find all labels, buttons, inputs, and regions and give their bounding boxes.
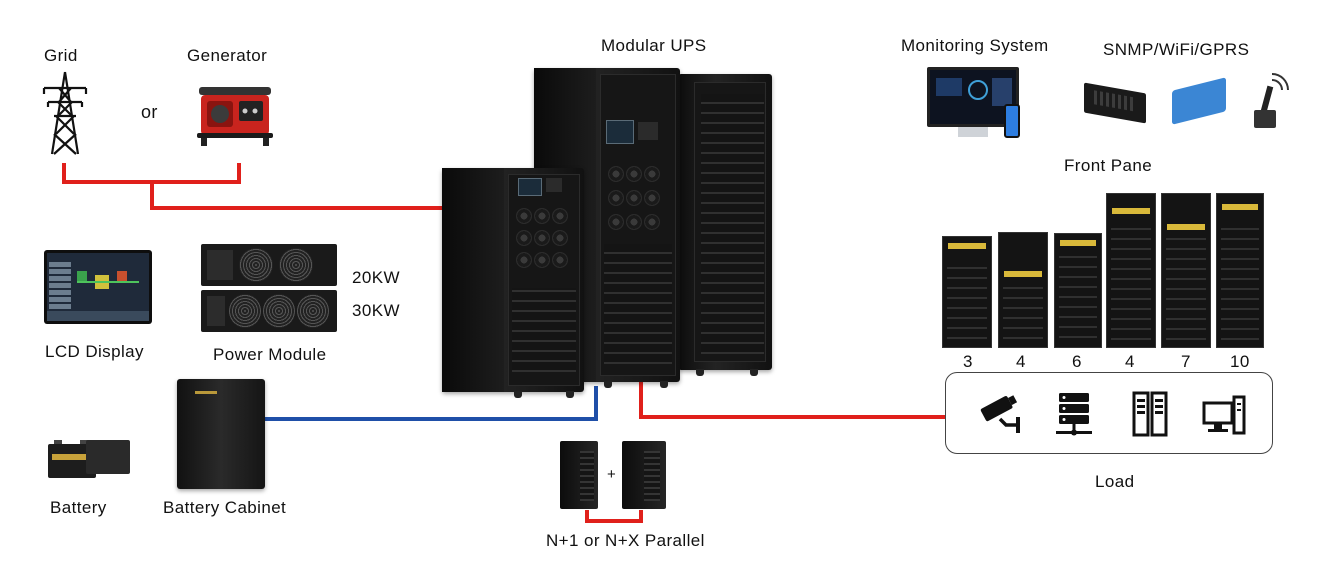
front-panel-5 (1161, 193, 1211, 348)
front-panel-number: 4 (1125, 352, 1135, 371)
load-box (945, 372, 1273, 454)
monitor-stand (958, 127, 988, 137)
parallel-link-wire (585, 510, 643, 523)
modular-ups-label: Modular UPS (601, 36, 707, 55)
front-panel-number: 3 (963, 352, 973, 371)
grid-label: Grid (44, 46, 78, 65)
battery-cabinet-image (177, 379, 265, 489)
monitoring-system-label: Monitoring System (901, 36, 1049, 55)
battery-label: Battery (50, 498, 107, 517)
load-output-wire (639, 382, 946, 419)
mains-input-wire (150, 182, 442, 210)
power-module-20kw-image (201, 244, 337, 286)
parallel-ups-unit-2 (622, 441, 666, 509)
front-panel-number: 6 (1072, 352, 1082, 371)
generator-label: Generator (187, 46, 268, 65)
gprs-antenna-icon (1254, 73, 1289, 128)
snmp-label: SNMP/WiFi/GPRS (1103, 40, 1250, 59)
or-label: or (141, 102, 158, 122)
parallel-ups-unit-1 (560, 441, 598, 509)
power-module-20kw-label: 20KW (352, 268, 400, 287)
power-module-30kw-label: 30KW (352, 301, 400, 320)
front-panel-number: 4 (1016, 352, 1026, 371)
parallel-plus-label: + (607, 466, 617, 483)
front-panel-number: 10 (1230, 352, 1250, 371)
battery-cabinet-label: Battery Cabinet (163, 498, 287, 517)
battery-wire (264, 386, 598, 421)
front-panel-2 (998, 232, 1048, 348)
ups-cabinet-large-right (678, 74, 772, 376)
network-cabinet-icon (1132, 391, 1168, 437)
front-pane-label: Front Pane (1064, 156, 1153, 175)
desktop-computer-icon (1202, 395, 1246, 435)
front-panel-3 (1054, 233, 1102, 348)
server-rack-icon (1056, 393, 1092, 436)
power-module-30kw-image (201, 290, 337, 332)
power-module-label: Power Module (213, 345, 327, 364)
battery-image-back (86, 440, 130, 474)
front-panel-6 (1216, 193, 1264, 348)
front-panel-1 (942, 236, 992, 348)
ups-cabinet-small (442, 168, 584, 398)
cctv-camera-icon (980, 395, 1020, 433)
parallel-label: N+1 or N+X Parallel (546, 531, 705, 550)
monitor-image (927, 67, 1019, 127)
front-panel-number: 7 (1181, 352, 1191, 371)
load-label: Load (1095, 472, 1135, 491)
generator-icon (197, 87, 273, 146)
power-pylon-icon (42, 71, 88, 155)
lcd-display-image (44, 250, 152, 324)
phone-icon (1004, 104, 1020, 138)
lcd-display-label: LCD Display (45, 342, 144, 361)
front-panel-4 (1106, 193, 1156, 348)
grid-wire (62, 163, 241, 184)
